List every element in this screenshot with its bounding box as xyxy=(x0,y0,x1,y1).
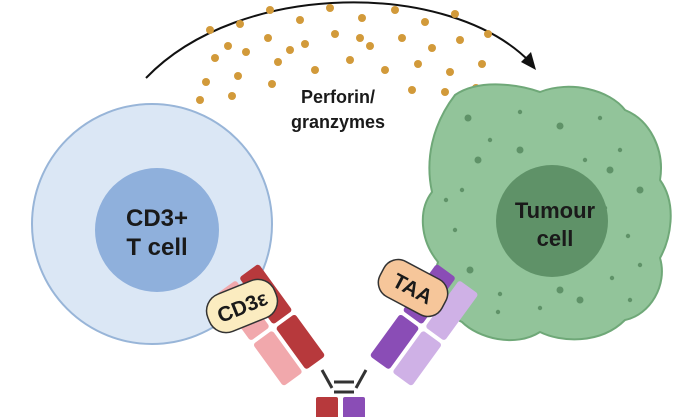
granule-dot xyxy=(274,58,282,66)
granule-dot xyxy=(381,66,389,74)
granule-dot xyxy=(196,96,204,104)
tumour-label-line1: Tumour xyxy=(515,198,596,223)
tumour-speckle xyxy=(497,291,503,297)
granule-dot xyxy=(451,10,459,18)
tumour-speckle xyxy=(517,109,523,115)
t-cell-label-line1: CD3+ xyxy=(126,205,188,232)
granule-dot xyxy=(366,42,374,50)
tumour-speckle xyxy=(452,227,458,233)
granule-dot xyxy=(242,48,250,56)
granule-dot xyxy=(408,86,416,94)
granule-dot xyxy=(236,20,244,28)
tumour-speckle xyxy=(464,114,472,122)
granule-dot xyxy=(456,36,464,44)
granule-dot xyxy=(206,26,214,34)
granule-dot xyxy=(478,60,486,68)
tumour-speckle xyxy=(466,266,474,274)
tumour-speckle xyxy=(637,262,643,268)
granule-dot xyxy=(224,42,232,50)
tumour-speckle xyxy=(474,156,482,164)
perforin-label-line1: Perforin/ xyxy=(301,87,375,107)
tumour-speckle xyxy=(459,187,465,193)
tumour-speckles xyxy=(443,109,644,315)
granule-dot xyxy=(446,68,454,76)
granule-dot xyxy=(331,30,339,38)
granule-dot xyxy=(234,72,242,80)
granule-dot xyxy=(398,34,406,42)
tumour-speckle xyxy=(495,309,501,315)
perforin-label-line2: granzymes xyxy=(291,112,385,132)
granule-dot xyxy=(301,40,309,48)
granule-dot xyxy=(356,34,364,42)
tumour-speckle xyxy=(617,147,623,153)
antibody-hinge xyxy=(320,369,368,394)
tumour-label-line2: cell xyxy=(537,226,574,251)
tumour-speckle xyxy=(556,286,564,294)
granule-dot xyxy=(414,60,422,68)
antibody-fc-red xyxy=(316,397,338,417)
granule-dot xyxy=(286,46,294,54)
granule-dot xyxy=(296,16,304,24)
tumour-speckle xyxy=(625,233,631,239)
antibody-fc-purple xyxy=(343,397,365,417)
tumour-cell: Tumour cell xyxy=(421,83,672,341)
tumour-speckle xyxy=(516,146,524,154)
granule-dot xyxy=(484,30,492,38)
t-cell-nucleus xyxy=(95,168,219,292)
tumour-speckle xyxy=(597,115,603,121)
tumour-speckle xyxy=(443,197,449,203)
tumour-nucleus xyxy=(496,165,608,277)
granule-dot xyxy=(428,44,436,52)
granule-dot xyxy=(358,14,366,22)
tumour-speckle xyxy=(627,297,633,303)
granule-dot xyxy=(311,66,319,74)
tumour-speckle xyxy=(487,137,493,143)
granule-dot xyxy=(441,88,449,96)
taa-label-badge: TAA xyxy=(377,258,449,318)
granule-dot xyxy=(346,56,354,64)
t-cell: CD3+ T cell xyxy=(31,103,273,345)
tumour-speckle xyxy=(556,122,564,130)
granule-dot xyxy=(391,6,399,14)
granule-dot xyxy=(211,54,219,62)
tumour-speckle xyxy=(609,275,615,281)
tumour-speckle xyxy=(537,305,543,311)
granule-dot xyxy=(421,18,429,26)
granule-dot xyxy=(268,80,276,88)
granule-dot xyxy=(202,78,210,86)
curved-arrow-icon xyxy=(145,1,536,79)
granule-dot xyxy=(264,34,272,42)
granule-dot xyxy=(266,6,274,14)
granule-dot xyxy=(326,4,334,12)
tumour-speckle xyxy=(582,157,588,163)
t-cell-label-line2: T cell xyxy=(126,234,187,261)
tumour-speckle xyxy=(636,186,644,194)
tumour-speckle xyxy=(606,166,614,174)
granule-dot xyxy=(228,92,236,100)
tumour-speckle xyxy=(576,296,584,304)
